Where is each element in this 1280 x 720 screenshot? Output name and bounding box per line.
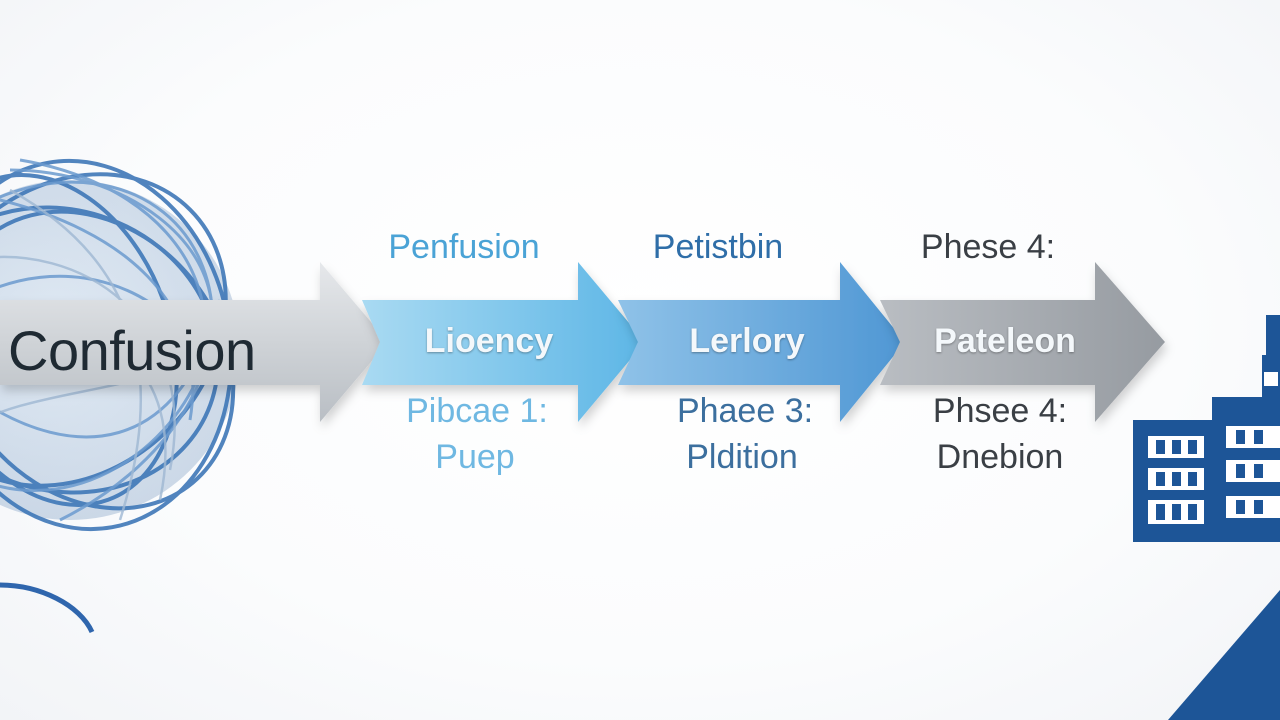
building-icon	[1133, 315, 1280, 542]
stage-1-bottom-line2: Puep	[435, 438, 515, 476]
stage-1-top-label: Penfusion	[388, 228, 540, 266]
stage-3-bottom-line1: Phsee 4:	[932, 392, 1068, 430]
stage-2-arrow-label: Lerlory	[689, 322, 805, 360]
stage-1-bottom-line1: Pibcae 1:	[406, 392, 548, 430]
stage-2-bottom-line1: Phaee 3:	[676, 392, 814, 430]
corner-accent	[1168, 590, 1280, 720]
start-label: Confusion	[8, 319, 256, 382]
stage-3-arrow-label: Pateleon	[934, 322, 1076, 360]
stage-2-bottom-line2: Pldition	[686, 438, 798, 476]
stage-3-arrow	[880, 262, 1165, 422]
stage-2-top-label: Petistbin	[652, 228, 784, 266]
confusion-arrow	[0, 262, 388, 422]
stage-1-arrow-label: Lioency	[424, 322, 554, 360]
stage-3-top-label: Phese 4:	[920, 228, 1056, 266]
stage-3-bottom-line2: Dnebion	[936, 438, 1064, 476]
stage-1-arrow	[362, 262, 645, 422]
stage-2-arrow	[618, 262, 905, 422]
